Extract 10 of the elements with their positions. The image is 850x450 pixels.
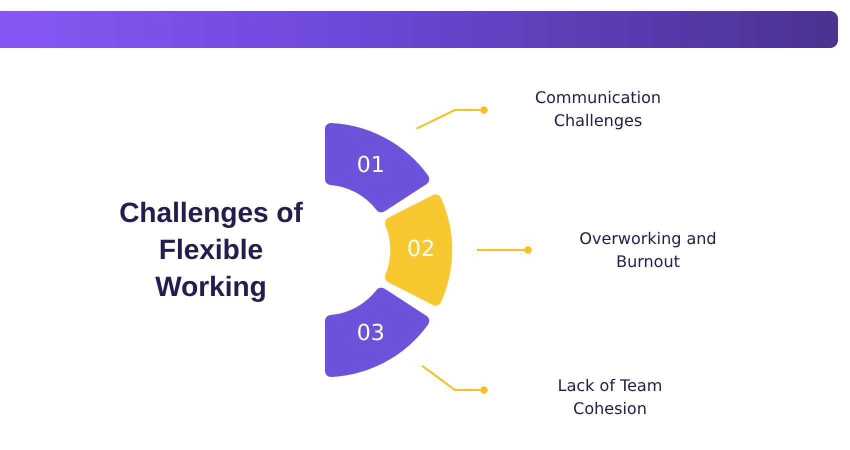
challenge-label: Communication Challenges xyxy=(534,87,662,132)
leader-line xyxy=(477,246,532,254)
challenge-label: Lack of Team Cohesion xyxy=(557,375,663,420)
leader-line xyxy=(416,106,488,130)
step-number: 01 xyxy=(356,152,385,179)
challenge-label: Overworking and Burnout xyxy=(578,228,718,273)
step-number: 03 xyxy=(356,321,385,348)
leader-line xyxy=(421,364,488,394)
step-number: 02 xyxy=(407,237,435,263)
diagram-title: Challenges of Flexible Working xyxy=(118,196,304,304)
